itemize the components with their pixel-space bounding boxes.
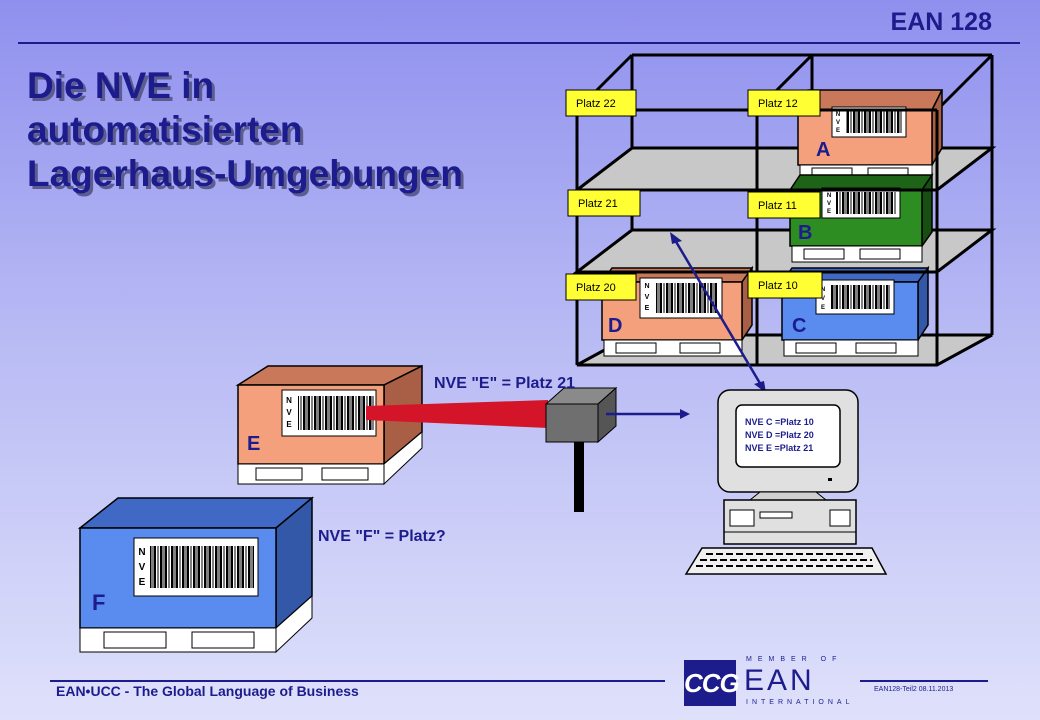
nve-code: N xyxy=(821,287,825,293)
scanner-arrow xyxy=(606,409,690,419)
nve-code: V xyxy=(836,120,840,126)
pallet-d-label: D xyxy=(608,315,622,337)
pallet-f: N V E F xyxy=(77,496,315,654)
screen-line-2: NVE D =Platz 20 xyxy=(745,430,814,440)
scan-result-f: NVE "F" = Platz? xyxy=(318,528,446,545)
pallet-a-label: A xyxy=(816,139,830,161)
footer-divider xyxy=(50,680,665,682)
pallet-c-label: C xyxy=(792,315,806,337)
nve-code: E xyxy=(836,128,840,134)
nve-code: V xyxy=(821,296,825,302)
nve-code: V xyxy=(645,294,650,301)
nve-code: N xyxy=(286,396,292,405)
title-line-2: automatisierten xyxy=(27,109,303,150)
barcode-scanner xyxy=(544,386,618,512)
nve-code: E xyxy=(827,209,831,215)
location-label-platz-21: Platz 21 xyxy=(578,198,618,210)
nve-code: N xyxy=(827,193,831,199)
document-reference: EAN128-Teil2 08.11.2013 xyxy=(874,686,954,693)
location-label-platz-20: Platz 20 xyxy=(576,282,616,294)
nve-code: V xyxy=(286,408,292,417)
logo-international: INTERNATIONAL xyxy=(746,699,854,706)
location-label-platz-22: Platz 22 xyxy=(576,98,616,110)
nve-code: E xyxy=(821,305,825,311)
shelf-location-labels: Platz 22 Platz 12 Platz 21 Platz 11 Plat… xyxy=(565,89,823,301)
computer-workstation: NVE C =Platz 10 NVE D =Platz 20 NVE E =P… xyxy=(684,389,888,575)
header-divider xyxy=(18,42,1020,44)
nve-code: N xyxy=(138,547,145,558)
pallet-b-label: B xyxy=(798,222,812,244)
page-title: Die NVE in automatisierten Lagerhaus-Umg… xyxy=(27,64,463,196)
pallet-e: N V E E xyxy=(235,364,423,486)
pallet-c: N V E C xyxy=(780,265,930,357)
footer-divider-right xyxy=(860,680,988,682)
pallet-f-label: F xyxy=(92,590,105,615)
screen-line-1: NVE C =Platz 10 xyxy=(745,417,814,427)
nve-code: V xyxy=(139,562,146,573)
scan-result-e: NVE "E" = Platz 21 xyxy=(434,375,575,392)
nve-code: E xyxy=(139,577,146,588)
footer-slogan: EAN•UCC - The Global Language of Busines… xyxy=(56,683,359,699)
nve-code: E xyxy=(645,305,650,312)
nve-code: N xyxy=(836,112,840,118)
title-line-1: Die NVE in xyxy=(27,65,215,106)
scan-beam xyxy=(366,400,548,428)
nve-code: E xyxy=(286,420,292,429)
nve-code: V xyxy=(827,201,831,207)
nve-code: N xyxy=(644,283,649,290)
screen-line-3: NVE E =Platz 21 xyxy=(745,443,813,453)
ccg-ean-logo: CCG MEMBER OF EAN INTERNATIONAL xyxy=(684,652,850,710)
location-label-platz-12: Platz 12 xyxy=(758,98,798,110)
logo-member-of: MEMBER OF xyxy=(746,656,843,663)
header-title: EAN 128 xyxy=(890,8,992,36)
location-label-platz-11: Platz 11 xyxy=(758,200,797,212)
title-line-3: Lagerhaus-Umgebungen xyxy=(27,153,463,194)
location-label-platz-10: Platz 10 xyxy=(758,280,798,292)
logo-ean: EAN xyxy=(744,664,815,697)
ccg-logo: CCG xyxy=(684,660,740,706)
pallet-e-label: E xyxy=(247,433,260,455)
